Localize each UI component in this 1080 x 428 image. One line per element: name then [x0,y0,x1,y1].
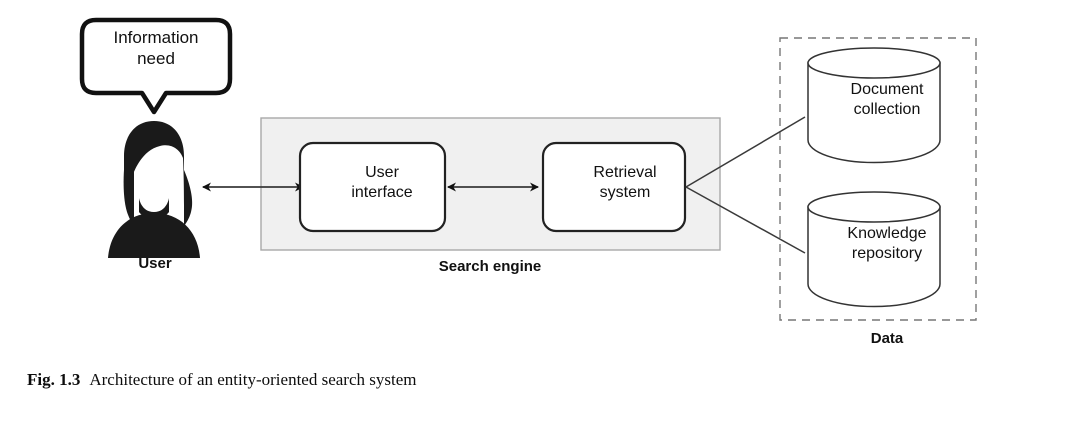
connector-retrieval-to-knowledge-repository [685,186,806,254]
information-need-speech-bubble [79,17,233,115]
node-retrieval-system [541,141,687,233]
store-document-collection [807,47,941,164]
data-group-box [779,37,977,321]
store-knowledge-repository [807,191,941,308]
user-person-icon [108,121,200,258]
figure-caption-text: Architecture of an entity-oriented searc… [89,370,417,389]
figure-caption: Fig. 1.3 Architecture of an entity-orient… [27,370,416,390]
connector-retrieval-to-document-collection [685,116,806,188]
node-user-interface [298,141,447,233]
figure-number: Fig. 1.3 [27,370,81,389]
